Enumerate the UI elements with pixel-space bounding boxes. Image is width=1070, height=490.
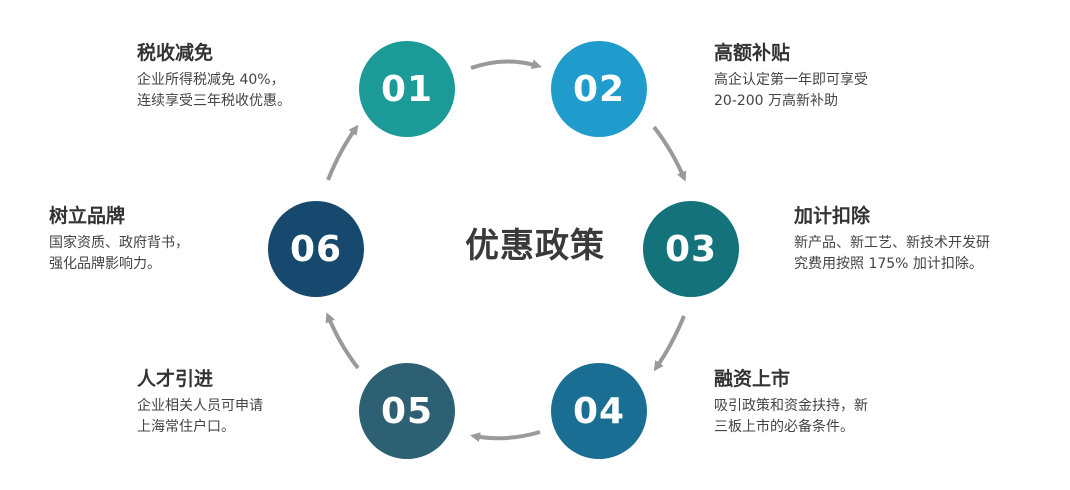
step-04-desc-line-1: 吸引政策和资金扶持，新	[714, 398, 868, 414]
step-06-title: 树立品牌	[49, 205, 126, 227]
step-02-text: 高额补贴 高企认定第一年即可享受 20-200 万高新补助	[714, 40, 868, 112]
step-02-desc-line-1: 高企认定第一年即可享受	[714, 72, 868, 88]
step-01-title: 税收减免	[137, 42, 214, 64]
step-03-text: 加计扣除 新产品、新工艺、新技术开发研 究费用按照 175% 加计扣除。	[794, 203, 990, 275]
arrow-03-to-04	[653, 315, 686, 372]
step-05-text: 人才引进 企业相关人员可申请 上海常住户口。	[137, 366, 263, 438]
step-06-text: 树立品牌 国家资质、政府背书， 强化品牌影响力。	[49, 203, 189, 275]
step-01-circle: 01	[359, 41, 455, 137]
step-05-desc-line-2: 上海常住户口。	[137, 419, 235, 435]
step-05-title: 人才引进	[137, 368, 214, 390]
arrow-01-to-02	[470, 59, 542, 70]
step-03-circle: 03	[643, 201, 739, 297]
step-02-title: 高额补贴	[714, 42, 791, 64]
step-01-desc-line-1: 企业所得税减免 40%，	[137, 72, 285, 88]
step-06-circle: 06	[268, 201, 364, 297]
step-04-circle: 04	[551, 363, 647, 459]
arrow-06-to-01	[326, 124, 359, 181]
step-05-circle: 05	[359, 363, 455, 459]
step-02-desc-line-2: 20-200 万高新补助	[714, 93, 839, 109]
step-03-title: 加计扣除	[794, 205, 871, 227]
step-04-text: 融资上市 吸引政策和资金扶持，新 三板上市的必备条件。	[714, 366, 868, 438]
step-06-desc-line-1: 国家资质、政府背书，	[49, 235, 189, 251]
step-04-title: 融资上市	[714, 368, 791, 390]
arrow-04-to-05	[470, 430, 541, 443]
step-04-desc-line-2: 三板上市的必备条件。	[714, 419, 854, 435]
step-03-desc-line-1: 新产品、新工艺、新技术开发研	[794, 235, 990, 251]
step-05-desc-line-1: 企业相关人员可申请	[137, 398, 263, 414]
step-01-text: 税收减免 企业所得税减免 40%， 连续享受三年税收优惠。	[137, 40, 291, 112]
arrow-02-to-03	[652, 125, 687, 182]
step-02-circle: 02	[551, 41, 647, 137]
step-03-desc-line-2: 究费用按照 175% 加计扣除。	[794, 256, 983, 272]
step-01-desc-line-2: 连续享受三年税收优惠。	[137, 93, 291, 109]
arrow-05-to-06	[325, 312, 360, 370]
step-06-desc-line-2: 强化品牌影响力。	[49, 256, 161, 272]
center-title: 优惠政策	[465, 226, 605, 266]
